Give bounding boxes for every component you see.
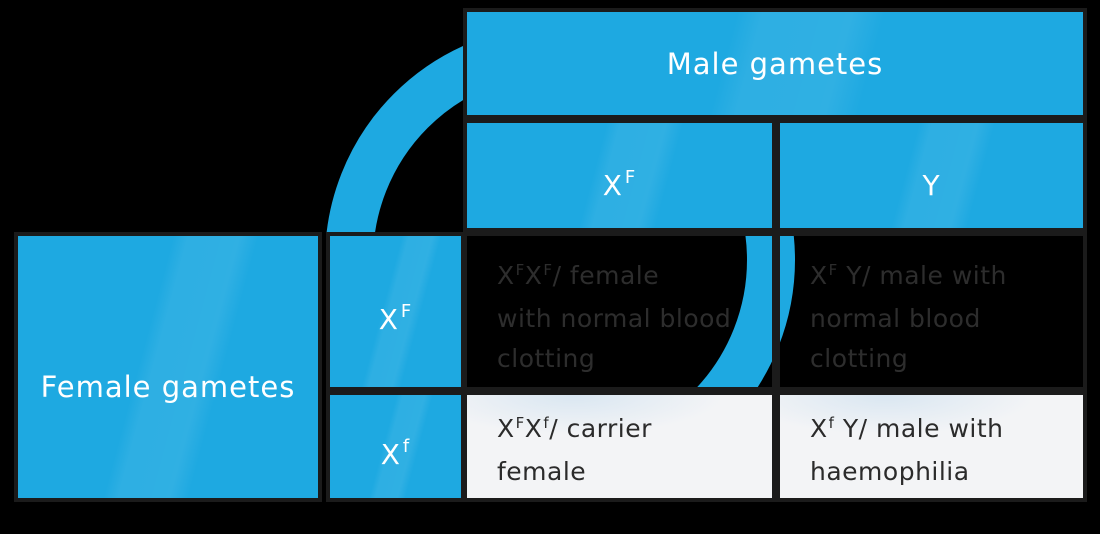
male-gamete-y-cell: Y: [776, 119, 1087, 232]
female-gametes-header-label: Female gametes: [40, 370, 296, 404]
male-gamete-y-label: Y: [922, 169, 941, 202]
male-gametes-header: Male gametes: [463, 8, 1087, 119]
male-gametes-header-label: Male gametes: [666, 46, 884, 81]
female-gametes-header: Female gametes: [14, 232, 322, 502]
